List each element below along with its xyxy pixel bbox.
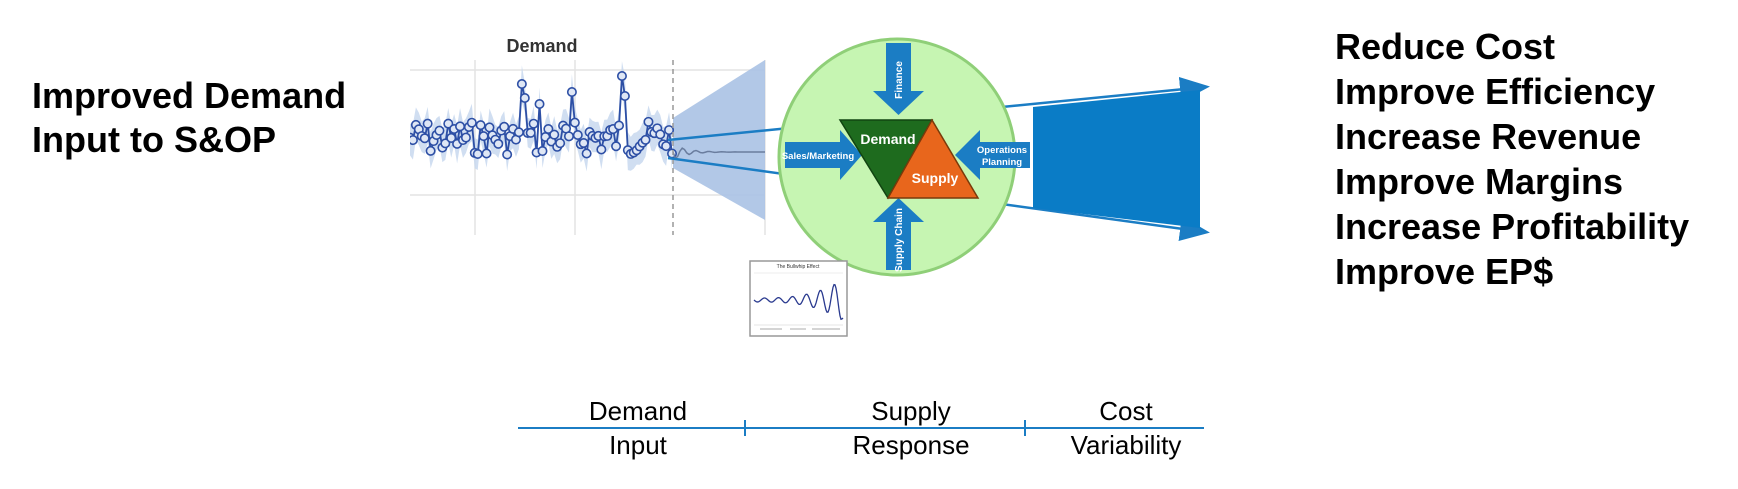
demand-point xyxy=(619,91,630,102)
demand-point xyxy=(578,137,589,148)
demand-point xyxy=(516,79,527,90)
demand-point xyxy=(499,121,510,132)
demand-point xyxy=(472,148,483,159)
timeline: Demand Input Supply Response Cost Variab… xyxy=(518,396,1204,460)
demand-point xyxy=(422,118,433,129)
demand-point xyxy=(478,131,489,142)
demand-point xyxy=(419,133,430,144)
benefit-item: Improve Margins xyxy=(1335,161,1624,202)
demand-point xyxy=(569,117,580,128)
operations-planning-arrow: Operations Planning xyxy=(955,130,1030,180)
benefit-item: Reduce Cost xyxy=(1335,26,1556,67)
demand-point xyxy=(555,138,566,149)
demand-point xyxy=(502,149,513,160)
benefit-item: Improve EP$ xyxy=(1335,251,1554,292)
demand-triangle-label: Demand xyxy=(860,131,915,147)
demand-point xyxy=(537,146,548,157)
demand-point xyxy=(643,116,654,127)
demand-point xyxy=(519,93,530,104)
demand-point xyxy=(566,87,577,98)
demand-point xyxy=(661,141,672,152)
demand-point xyxy=(443,118,454,129)
demand-point xyxy=(640,134,651,145)
supply-triangle xyxy=(886,118,980,199)
demand-point xyxy=(446,132,457,143)
demand-point xyxy=(616,71,627,82)
stage-demand-line1: Demand xyxy=(589,396,687,426)
demand-point xyxy=(493,138,504,149)
stage-demand-line2: Input xyxy=(609,430,668,460)
demand-point xyxy=(525,127,536,138)
demand-chart-title: Demand xyxy=(506,36,577,56)
demand-point xyxy=(513,127,524,138)
demand-point xyxy=(410,135,418,146)
sop-wheel: Finance Sales/Marketing Operations Plann… xyxy=(777,37,1030,277)
bullwhip-wave xyxy=(753,283,844,321)
future-forecast-band xyxy=(673,60,765,220)
stage-supply-line1: Supply xyxy=(871,396,951,426)
supply-chain-label: Supply Chain xyxy=(894,208,905,272)
demand-point xyxy=(528,118,539,129)
impact-block xyxy=(1033,90,1200,228)
demand-point xyxy=(596,144,607,155)
demand-point xyxy=(534,99,545,110)
stage-cost-line1: Cost xyxy=(1099,396,1153,426)
stage-supply-line2: Response xyxy=(852,430,969,460)
bullwhip-title: The Bullwhip Effect xyxy=(777,264,820,270)
demand-point xyxy=(455,121,466,132)
sales-marketing-label: Sales/Marketing xyxy=(782,151,855,162)
demand-point xyxy=(460,132,471,143)
demand-point xyxy=(434,125,445,136)
left-title-line2: Input to S&OP xyxy=(32,119,276,160)
benefit-item: Increase Revenue xyxy=(1335,116,1642,157)
demand-point xyxy=(614,120,625,131)
operations-planning-label-2: Planning xyxy=(982,157,1022,168)
sales-marketing-arrow: Sales/Marketing xyxy=(782,130,862,180)
finance-arrow: Finance xyxy=(873,43,924,115)
demand-point xyxy=(611,141,622,152)
demand-chart: Demand xyxy=(410,36,766,235)
demand-point xyxy=(543,124,554,135)
left-title-line1: Improved Demand xyxy=(32,75,347,116)
demand-point xyxy=(475,120,486,131)
demand-point xyxy=(655,129,666,140)
demand-point xyxy=(481,148,492,159)
demand-series-points xyxy=(410,71,677,160)
bullwhip-thumbnail: The Bullwhip Effect xyxy=(749,260,848,337)
demand-point xyxy=(440,138,451,149)
demand-point xyxy=(425,145,436,156)
operations-planning-label-1: Operations xyxy=(977,145,1027,156)
demand-point xyxy=(581,148,592,159)
stage-cost-line2: Variability xyxy=(1071,430,1182,460)
demand-point xyxy=(563,131,574,142)
forecast-line xyxy=(672,147,765,160)
demand-point xyxy=(549,129,560,140)
demand-point xyxy=(466,117,477,128)
left-title: Improved Demand Input to S&OP xyxy=(32,74,346,162)
finance-label: Finance xyxy=(894,61,905,99)
demand-point xyxy=(572,130,583,141)
benefit-item: Improve Efficiency xyxy=(1335,71,1656,112)
benefit-item: Increase Profitability xyxy=(1335,206,1690,247)
supply-triangle-label: Supply xyxy=(912,170,959,186)
supply-chain-arrow: Supply Chain xyxy=(873,198,924,272)
demand-point xyxy=(664,125,675,136)
benefits-list: Reduce Cost Improve Efficiency Increase … xyxy=(1335,24,1689,294)
